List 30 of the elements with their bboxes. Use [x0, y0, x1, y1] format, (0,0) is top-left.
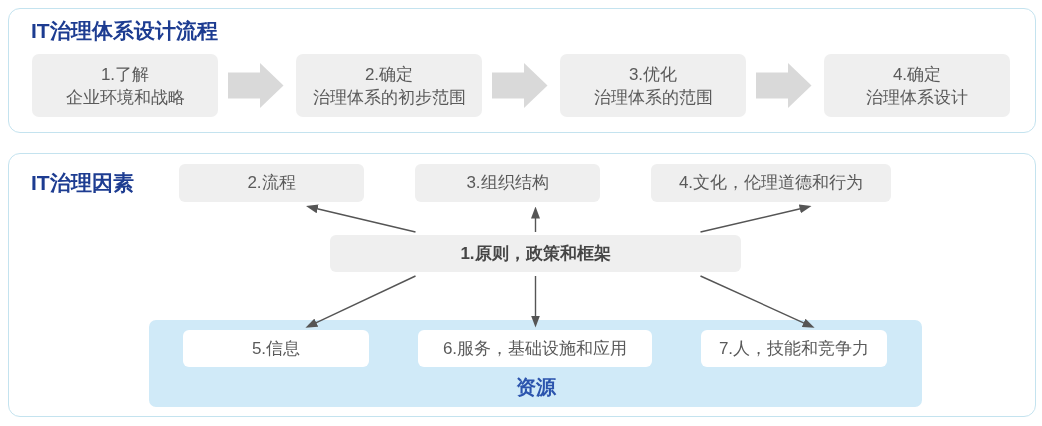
- resource-box: 6.服务，基础设施和应用: [418, 330, 652, 367]
- resource-box: 5.信息: [183, 330, 369, 367]
- step-title: 2.确定: [364, 63, 414, 86]
- arrow: [699, 275, 815, 328]
- block-arrow: [756, 62, 812, 109]
- step-title: 3.优化: [628, 63, 678, 86]
- arrow: [306, 204, 417, 233]
- step-description: 治理体系设计: [866, 86, 968, 109]
- block-arrow: [228, 62, 284, 109]
- arrow: [305, 275, 417, 328]
- step-title: 1.了解: [100, 63, 150, 86]
- step-description: 治理体系的初步范围: [312, 86, 466, 109]
- step-title: 4.确定: [892, 63, 942, 86]
- resource-box: 7.人，技能和竞争力: [701, 330, 887, 367]
- block-arrow: [492, 62, 548, 109]
- factor-box: 1.原则，政策和框架: [330, 235, 741, 272]
- arrow: [531, 206, 540, 233]
- panel-title: IT治理因素: [31, 170, 134, 196]
- step-description: 企业环境和战略: [65, 86, 185, 109]
- arrow: [531, 275, 540, 328]
- resource-band: [149, 320, 922, 407]
- factor-box: 3.组织结构: [415, 164, 600, 202]
- band-title: 资源: [515, 375, 556, 399]
- factor-box: 4.文化，伦理道德和行为: [651, 164, 891, 202]
- panel: [8, 8, 1036, 133]
- panel: [8, 153, 1036, 417]
- factor-box: 2.流程: [179, 164, 364, 202]
- panel-title: IT治理体系设计流程: [31, 18, 218, 44]
- arrow: [699, 204, 812, 233]
- step-description: 治理体系的范围: [593, 86, 713, 109]
